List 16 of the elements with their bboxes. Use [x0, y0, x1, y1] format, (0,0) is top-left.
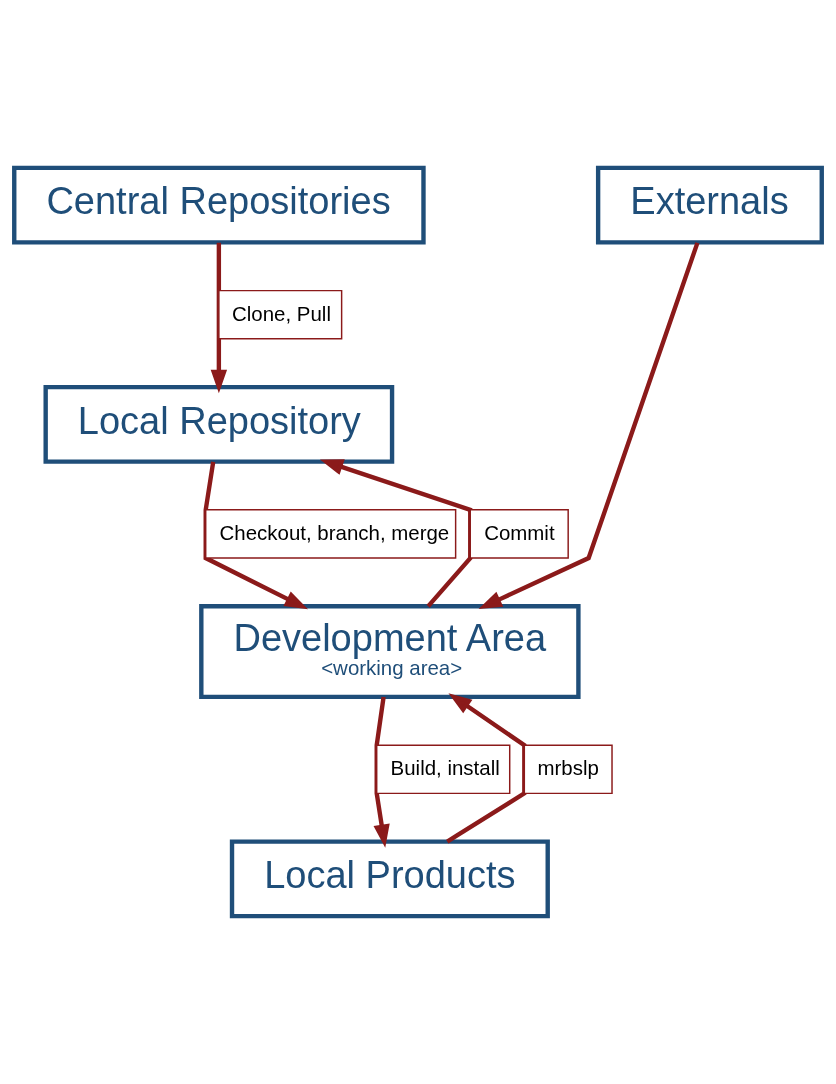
- edge-label: Checkout, branch, merge: [219, 521, 450, 545]
- edge-label: Build, install: [390, 756, 500, 780]
- arrow: [319, 459, 473, 608]
- arrow: [203, 461, 309, 610]
- node-box: Externals: [595, 165, 824, 245]
- arrow: [373, 696, 390, 848]
- node-box: Local Products: [229, 839, 550, 919]
- edge-label: Clone, Pull: [232, 301, 331, 325]
- node-box: Local Repository: [43, 384, 395, 464]
- arrow: [210, 242, 228, 394]
- edge-label: mrbslp: [537, 756, 599, 780]
- arrow: [478, 242, 700, 610]
- node-box: Central Repositories: [12, 165, 426, 245]
- edge-label: Commit: [484, 521, 555, 545]
- node-box: Development Area <working area>: [199, 604, 581, 700]
- arrow: [446, 693, 527, 844]
